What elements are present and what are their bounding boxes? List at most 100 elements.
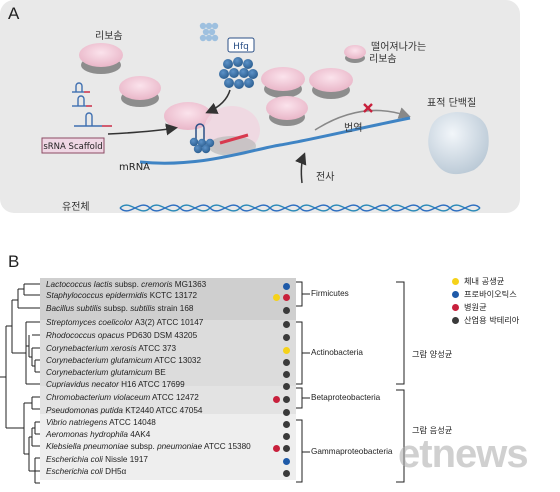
strain-id: PD630 DSM 43205 xyxy=(124,331,198,340)
betaproteobacteria-bg xyxy=(40,386,296,414)
strain-row: Pseudomonas putida KT2440 ATCC 47054 xyxy=(46,406,202,415)
species-name: Rhodococcus opacus xyxy=(46,331,125,340)
target-protein-label: 표적 단백질 xyxy=(427,97,476,109)
strain-row: Cupriavidus necator H16 ATCC 17699 xyxy=(46,380,185,389)
gammaproteobacteria-bg xyxy=(40,414,296,480)
strain-id: DH5α xyxy=(102,467,127,476)
species-name: Vibrio natriegens xyxy=(46,418,108,427)
species-name: Corynebacterium glutamicum xyxy=(46,356,153,365)
category-dot-industrial xyxy=(283,421,290,428)
gram-negative-label: 그람 음성균 xyxy=(412,425,453,435)
category-dot-industrial xyxy=(283,383,290,390)
species-name: Chromobacterium violaceum xyxy=(46,393,151,402)
category-dot-pathogen xyxy=(283,294,290,301)
species-name: Escherichia coli xyxy=(46,467,103,476)
strain-row: Klebsiella pneumoniae subsp. pneumoniae … xyxy=(46,442,251,451)
svg-text:sRNA Scaffold: sRNA Scaffold xyxy=(43,142,102,152)
strain-id: BE xyxy=(152,368,166,377)
group-betaproteobacteria: Betaproteobacteria xyxy=(311,393,381,402)
category-dot-commensal xyxy=(283,347,290,354)
panel-a-letter: A xyxy=(8,4,20,23)
genome-dna xyxy=(119,204,481,212)
category-dot-industrial xyxy=(283,321,290,328)
strain-id: KCTC 13172 xyxy=(147,291,198,300)
species-name: Escherichia coli xyxy=(46,455,103,464)
strain-id: A3(2) ATCC 10147 xyxy=(132,318,204,327)
strain-id: 4AK4 xyxy=(127,430,151,439)
species-name: Bacillus subtilis xyxy=(46,304,102,313)
hfq-binding-arrow xyxy=(205,89,231,114)
species-name: Streptomyces coelicolor xyxy=(46,318,133,327)
legend-label-pathogen: 병원균 xyxy=(464,302,487,312)
strain-row: Bacillus subtilis subsp. subtilis strain… xyxy=(46,304,193,313)
species-name: Staphylococcus epidermidis xyxy=(46,291,148,300)
category-dot-industrial xyxy=(283,371,290,378)
strain-row: Corynebacterium glutamicum ATCC 13032 xyxy=(46,356,201,365)
species-name: Cupriavidus necator xyxy=(46,380,119,389)
subspecies-name: cremoris xyxy=(141,280,173,289)
srna-pairing xyxy=(219,133,249,145)
strain-id: ATCC 14048 xyxy=(107,418,156,427)
legend-dot-pathogen xyxy=(452,304,459,311)
srna-icons xyxy=(72,82,112,127)
ribosome-5 xyxy=(266,96,308,126)
category-dot-industrial xyxy=(283,396,290,403)
group-firmicutes: Firmicutes xyxy=(311,289,349,298)
strain-id: ATCC 12472 xyxy=(150,393,199,402)
ribosome-2 xyxy=(119,76,161,107)
category-dot-industrial xyxy=(283,445,290,452)
subspecies-name: pneumoniae xyxy=(157,442,203,451)
subspecies-prefix: subsp. xyxy=(112,280,142,289)
species-name: Lactococcus lactis xyxy=(46,280,113,289)
strain-id: ATCC 15380 xyxy=(202,442,251,451)
ribosome-1 xyxy=(79,43,123,74)
strain-row: Staphylococcus epidermidis KCTC 13172 xyxy=(46,291,197,300)
strain-id: KT2440 ATCC 47054 xyxy=(122,406,203,415)
strain-id: ATCC 13032 xyxy=(152,356,202,365)
species-name: Pseudomonas putida xyxy=(46,406,123,415)
strain-row: Streptomyces coelicolor A3(2) ATCC 10147 xyxy=(46,318,203,327)
category-dot-probiotic xyxy=(283,458,290,465)
gram-positive-label: 그람 양성균 xyxy=(412,349,453,359)
subspecies-prefix: subsp. xyxy=(101,304,131,313)
watermark: etnews xyxy=(398,432,529,476)
species-name: Aeromonas hydrophila xyxy=(46,430,128,439)
subspecies-name: subtilis xyxy=(130,304,156,313)
group-gammaproteobacteria: Gammaproteobacteria xyxy=(311,447,393,456)
category-dot-pathogen xyxy=(273,445,280,452)
scaffold-arrow xyxy=(107,123,178,136)
mrna-label: mRNA xyxy=(119,162,150,173)
group-brackets xyxy=(296,281,405,483)
legend: 체내 공생균 프로바이오틱스 병원균 산업용 박테리아 xyxy=(452,275,557,331)
actinobacteria-bg xyxy=(40,320,296,386)
strain-row: Corynebacterium glutamicum BE xyxy=(46,368,166,377)
hfq-small-icon xyxy=(199,22,219,42)
strain-row: Rhodococcus opacus PD630 DSM 43205 xyxy=(46,331,197,340)
strain-id: Nissle 1917 xyxy=(102,455,148,464)
strain-row: Aeromonas hydrophila 4AK4 xyxy=(46,430,150,439)
category-dot-industrial xyxy=(283,359,290,366)
category-dot-probiotic xyxy=(283,283,290,290)
ribosome-4 xyxy=(309,68,353,99)
transcription-arrow xyxy=(295,152,307,184)
subspecies-prefix: subsp. xyxy=(128,442,158,451)
phylogenetic-tree xyxy=(0,281,405,484)
mrna-strand xyxy=(139,116,411,165)
scaffold-on-mrna xyxy=(189,123,215,154)
strain-row: Escherichia coli Nissle 1917 xyxy=(46,455,148,464)
panel-b-letter: B xyxy=(8,252,20,271)
species-name: Klebsiella pneumoniae xyxy=(46,442,129,451)
strain-id: MG1363 xyxy=(172,280,207,289)
svg-text:Hfq: Hfq xyxy=(233,42,249,52)
strain-row: Escherichia coli DH5α xyxy=(46,467,126,476)
legend-dot-probiotic xyxy=(452,291,459,298)
legend-label-industrial: 산업용 박테리아 xyxy=(464,315,520,325)
strain-id: H16 ATCC 17699 xyxy=(118,380,185,389)
target-protein xyxy=(428,112,489,175)
srna-scaffold-box: sRNA Scaffold xyxy=(41,137,105,154)
legend-dot-commensal xyxy=(452,278,459,285)
category-dot-industrial xyxy=(283,409,290,416)
genome-label: 유전체 xyxy=(62,201,90,213)
strain-id: strain 168 xyxy=(155,304,194,313)
legend-label-commensal: 체내 공생균 xyxy=(464,276,505,286)
